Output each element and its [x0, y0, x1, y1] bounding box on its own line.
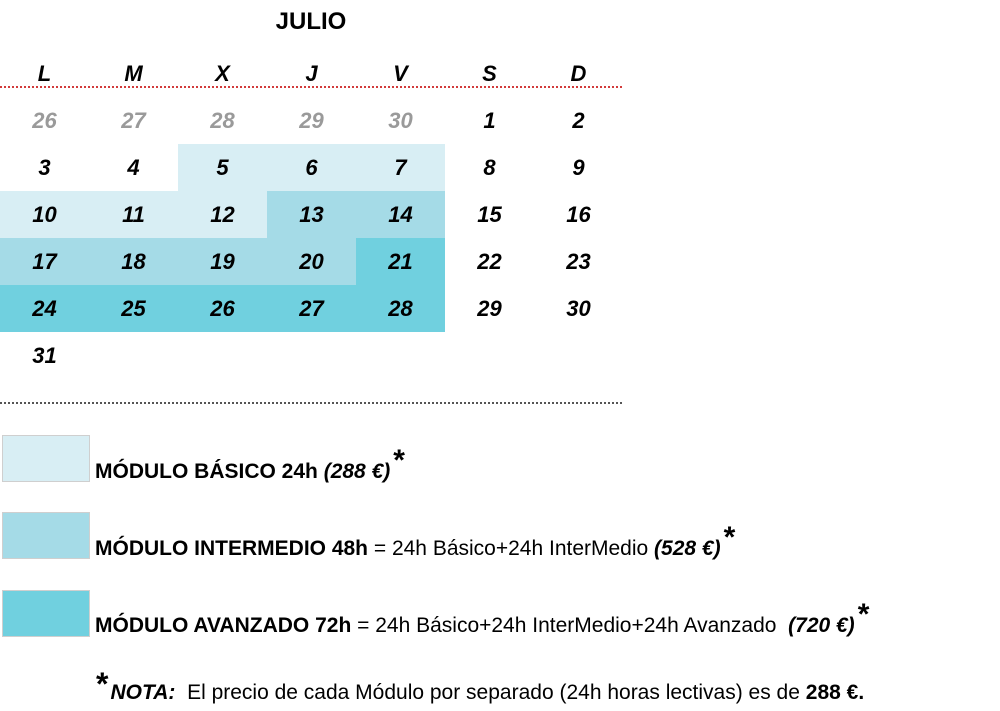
note-amount: 288 €. — [805, 681, 865, 704]
dow-friday: V — [393, 60, 408, 86]
legend-swatch-intermedio — [2, 512, 90, 559]
days-of-week-row: L M X J V S D — [0, 50, 622, 97]
legend-intermedio-title: MÓDULO INTERMEDIO 48h — [95, 537, 369, 560]
calendar-empty-cell — [89, 332, 178, 379]
header-divider — [0, 86, 622, 88]
calendar-day-cell: 15 — [477, 201, 502, 227]
calendar-day-cell: 7 — [356, 144, 445, 191]
calendar-day-cell: 19 — [178, 238, 267, 285]
legend-avanzado-price: (720 €) — [788, 614, 855, 637]
legend-avanzado-title: MÓDULO AVANZADO 72h — [95, 614, 352, 637]
note-label: NOTA: — [110, 681, 176, 704]
calendar-day-cell: 21 — [356, 238, 445, 285]
calendar-empty-cell — [178, 332, 267, 379]
calendar-day-cell: 4 — [127, 154, 140, 180]
legend-intermedio: MÓDULO INTERMEDIO 48h = 24h Básico+24h I… — [95, 521, 735, 563]
calendar-day-cell: 3 — [38, 154, 51, 180]
calendar-day-cell: 17 — [0, 238, 89, 285]
legend-basico-asterisk: * — [393, 444, 405, 477]
calendar-day-cell: 8 — [483, 154, 496, 180]
calendar-day-cell: 27 — [267, 285, 356, 332]
calendar-empty-cell — [356, 332, 445, 379]
calendar-day-cell: 9 — [572, 154, 585, 180]
price-note: *NOTA: El precio de cada Módulo por sepa… — [96, 666, 865, 707]
calendar-day-cell: 16 — [566, 201, 591, 227]
calendar-day-cell: 24 — [0, 285, 89, 332]
calendar-day-cell: 23 — [566, 248, 591, 274]
calendar-day-cell: 10 — [0, 191, 89, 238]
calendar-empty-cell — [534, 332, 623, 379]
calendar-day-cell: 11 — [89, 191, 178, 238]
legend-swatch-avanzado — [2, 590, 90, 637]
dow-monday: L — [37, 60, 52, 86]
dow-sunday: D — [570, 60, 587, 86]
calendar-bottom-divider — [0, 402, 622, 404]
legend-intermedio-price: (528 €) — [654, 537, 721, 560]
calendar-day-cell: 26 — [32, 107, 57, 133]
dow-thursday: J — [305, 60, 318, 86]
calendar-day-cell: 28 — [210, 107, 235, 133]
calendar-week-row: 26 27 28 29 30 1 2 — [0, 97, 622, 144]
calendar-day-cell: 2 — [572, 107, 585, 133]
legend-intermedio-asterisk: * — [723, 521, 736, 554]
calendar-day-cell: 30 — [388, 107, 413, 133]
dow-saturday: S — [482, 60, 497, 86]
note-asterisk: * — [96, 666, 109, 702]
calendar-day-cell: 27 — [121, 107, 146, 133]
legend-basico: MÓDULO BÁSICO 24h (288 €)* — [95, 444, 405, 486]
legend-avanzado-detail: = 24h Básico+24h InterMedio+24h Avanzado — [351, 614, 789, 637]
legend-avanzado: MÓDULO AVANZADO 72h = 24h Básico+24h Int… — [95, 598, 869, 640]
calendar-day-cell: 12 — [178, 191, 267, 238]
dow-tuesday: M — [124, 60, 143, 86]
calendar-day-cell: 31 — [32, 342, 57, 368]
calendar-day-cell: 28 — [356, 285, 445, 332]
calendar-day-cell: 20 — [267, 238, 356, 285]
legend-basico-title: MÓDULO BÁSICO 24h — [95, 460, 318, 483]
calendar-day-cell: 22 — [477, 248, 502, 274]
month-title: JULIO — [275, 8, 347, 35]
calendar-day-cell: 29 — [477, 295, 502, 321]
calendar-day-cell: 13 — [267, 191, 356, 238]
calendar-day-cell: 6 — [267, 144, 356, 191]
legend-basico-price: (288 €) — [323, 460, 391, 483]
legend-swatch-basico — [2, 435, 90, 482]
legend-avanzado-asterisk: * — [857, 598, 870, 631]
calendar-day-cell: 30 — [566, 295, 591, 321]
calendar-day-cell: 29 — [299, 107, 324, 133]
legend-intermedio-detail: = 24h Básico+24h InterMedio — [368, 537, 655, 560]
calendar-day-cell: 18 — [89, 238, 178, 285]
calendar-empty-cell — [445, 332, 534, 379]
calendar-empty-cell — [267, 332, 356, 379]
calendar-day-cell: 26 — [178, 285, 267, 332]
calendar-day-cell: 14 — [356, 191, 445, 238]
calendar-day-cell: 25 — [89, 285, 178, 332]
dow-wednesday: X — [215, 60, 230, 86]
calendar-day-cell: 5 — [178, 144, 267, 191]
note-text: El precio de cada Módulo por separado (2… — [187, 681, 806, 704]
calendar-week-row: 31 — [0, 332, 622, 379]
calendar-day-cell: 1 — [483, 107, 496, 133]
